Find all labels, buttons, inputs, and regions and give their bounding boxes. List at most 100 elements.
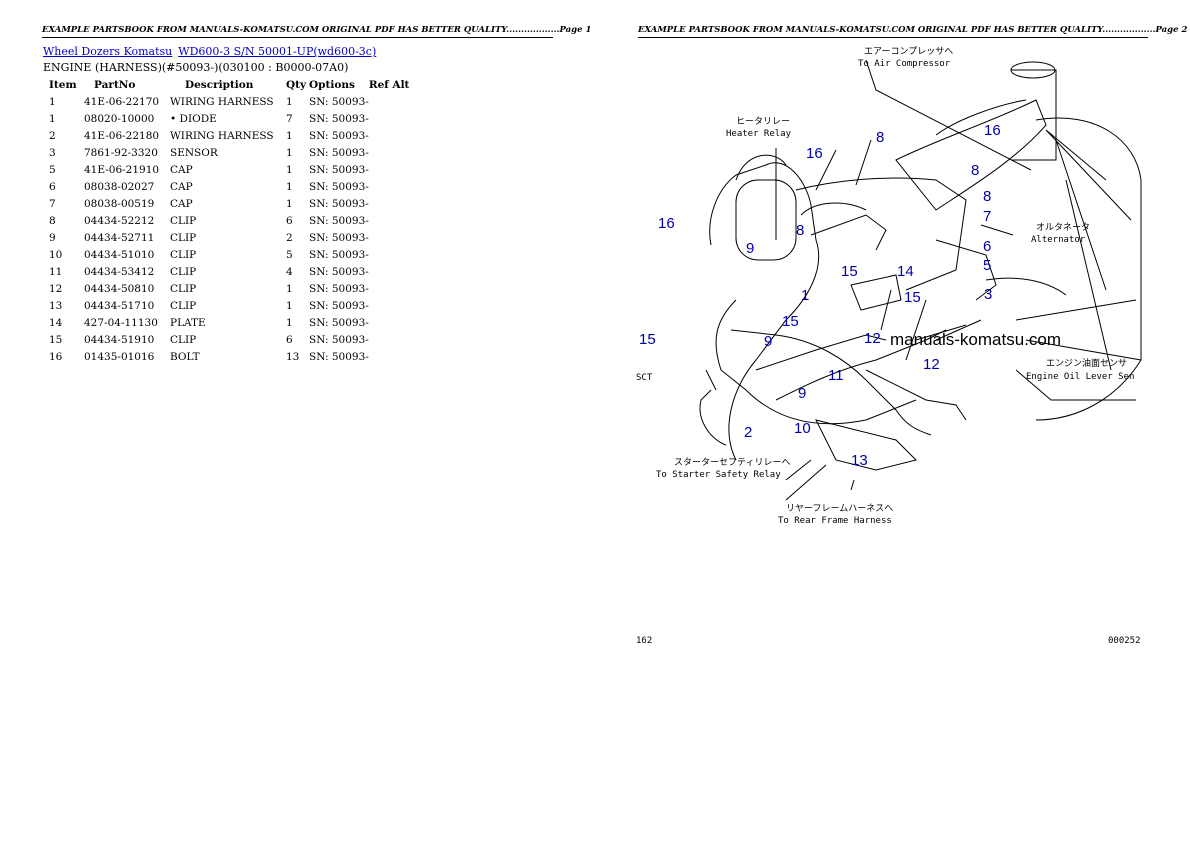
- cell-description: CLIP: [170, 231, 197, 244]
- column-header-description: Description: [185, 79, 254, 91]
- air-compressor-label: To Air Compressor: [858, 59, 951, 69]
- cell-description: BOLT: [170, 350, 200, 363]
- watermark-text: manuals-komatsu.com: [890, 330, 1061, 349]
- cell-item: 3: [49, 146, 56, 159]
- cell-item: 15: [49, 333, 63, 346]
- callout-14: 14: [897, 263, 914, 280]
- cell-qty: 7: [286, 112, 293, 125]
- cell-partno: 04434-52711: [84, 231, 155, 244]
- callout-1: 1: [801, 287, 809, 304]
- cell-description: CAP: [170, 180, 193, 193]
- rear-frame-label-jp: リヤーフレームハーネスへ: [786, 503, 893, 514]
- cell-qty: 1: [286, 146, 293, 159]
- cell-item: 12: [49, 282, 63, 295]
- cell-partno: 7861-92-3320: [84, 146, 158, 159]
- callout-3: 3: [984, 286, 992, 303]
- cell-partno: 04434-51010: [84, 248, 155, 261]
- cell-item: 11: [49, 265, 63, 278]
- cell-item: 5: [49, 163, 56, 176]
- cell-partno: 04434-53412: [84, 265, 155, 278]
- cell-description: SENSOR: [170, 146, 218, 159]
- cell-qty: 6: [286, 333, 293, 346]
- section-title: ENGINE (HARNESS)(#50093-)(030100 : B0000…: [43, 61, 349, 74]
- cell-item: 6: [49, 180, 56, 193]
- cell-ref-alt: [369, 348, 414, 365]
- oil-sensor-label: Engine Oil Lever Sen: [1026, 372, 1134, 382]
- breadcrumb: Wheel Dozers Komatsu WD600-3 S/N 50001-UP…: [43, 45, 382, 58]
- cell-partno: 41E-06-22170: [84, 95, 160, 108]
- breadcrumb-link-model[interactable]: WD600-3 S/N 50001-UP(wd600-3c): [178, 45, 377, 58]
- cell-ref-alt: [369, 246, 414, 263]
- cell-options: SN: 50093-: [309, 282, 369, 295]
- cell-qty: 1: [286, 163, 293, 176]
- cell-description: CLIP: [170, 333, 197, 346]
- cell-ref-alt: [369, 93, 414, 110]
- heater-relay-label-jp: ヒータリレー: [736, 116, 790, 127]
- alternator-label-jp: オルタネータ: [1036, 222, 1090, 233]
- callout-10: 10: [794, 420, 811, 437]
- cell-description: CAP: [170, 163, 193, 176]
- column-header-item: Item: [49, 79, 77, 91]
- column-header-options: Options: [309, 79, 355, 91]
- cell-options: SN: 50093-: [309, 180, 369, 193]
- callout-16: 16: [658, 215, 675, 232]
- callout-labels: 16 8 16 8 16 8 7 6 5 9 8 15 14 15 3 1 15…: [639, 122, 1001, 469]
- cell-ref-alt: [369, 110, 414, 127]
- cell-options: SN: 50093-: [309, 316, 369, 329]
- cell-ref-alt: [369, 212, 414, 229]
- callout-12: 12: [864, 330, 881, 347]
- rear-frame-label: To Rear Frame Harness: [778, 516, 892, 526]
- cell-ref-alt: [369, 229, 414, 246]
- callout-7: 7: [983, 208, 991, 225]
- cell-options: SN: 50093-: [309, 129, 369, 142]
- table-row: 12 04434-50810 CLIP 1 SN: 50093-: [43, 280, 414, 297]
- callout-5: 5: [983, 257, 991, 274]
- cell-ref-alt: [369, 161, 414, 178]
- heater-relay-label: Heater Relay: [726, 129, 792, 139]
- callout-11: 11: [828, 367, 844, 384]
- parts-table: Item PartNo Description Qty Options Ref …: [43, 76, 414, 365]
- cell-options: SN: 50093-: [309, 197, 369, 210]
- cell-qty: 13: [286, 350, 300, 363]
- cell-options: SN: 50093-: [309, 146, 369, 159]
- page-header-right: EXAMPLE PARTSBOOK FROM MANUALS-KOMATSU.C…: [638, 25, 1187, 38]
- alternator-label: Alternator: [1031, 235, 1086, 245]
- cell-item: 7: [49, 197, 56, 210]
- cell-description: WIRING HARNESS: [170, 129, 274, 142]
- cell-description: PLATE: [170, 316, 206, 329]
- table-header-row: Item PartNo Description Qty Options Ref …: [43, 76, 414, 93]
- callout-15: 15: [782, 313, 799, 330]
- cell-qty: 1: [286, 299, 293, 312]
- cell-qty: 1: [286, 129, 293, 142]
- cell-ref-alt: [369, 314, 414, 331]
- engine-harness-diagram: 16 8 16 8 16 8 7 6 5 9 8 15 14 15 3 1 15…: [636, 46, 1142, 646]
- air-compressor-label-jp: エアーコンプレッサへ: [864, 46, 953, 57]
- cell-item: 1: [49, 95, 56, 108]
- callout-6: 6: [983, 238, 991, 255]
- cell-options: SN: 50093-: [309, 265, 369, 278]
- page-header-left: EXAMPLE PARTSBOOK FROM MANUALS-KOMATSU.C…: [42, 25, 591, 38]
- cell-description: WIRING HARNESS: [170, 95, 274, 108]
- cell-description: CLIP: [170, 282, 197, 295]
- cell-description: CLIP: [170, 248, 197, 261]
- cell-partno: 427-04-11130: [84, 316, 158, 329]
- callout-8: 8: [876, 129, 884, 146]
- breadcrumb-link-model-family[interactable]: Wheel Dozers Komatsu: [43, 45, 173, 58]
- annotation-labels: エアーコンプレッサへ To Air Compressor ヒータリレー Heat…: [636, 46, 1141, 646]
- starter-relay-label-jp: スターターセフティリレーへ: [674, 457, 790, 468]
- callout-8: 8: [983, 188, 991, 205]
- cell-partno: 04434-50810: [84, 282, 155, 295]
- cell-ref-alt: [369, 297, 414, 314]
- cell-qty: 1: [286, 282, 293, 295]
- column-header-qty: Qty: [286, 79, 307, 91]
